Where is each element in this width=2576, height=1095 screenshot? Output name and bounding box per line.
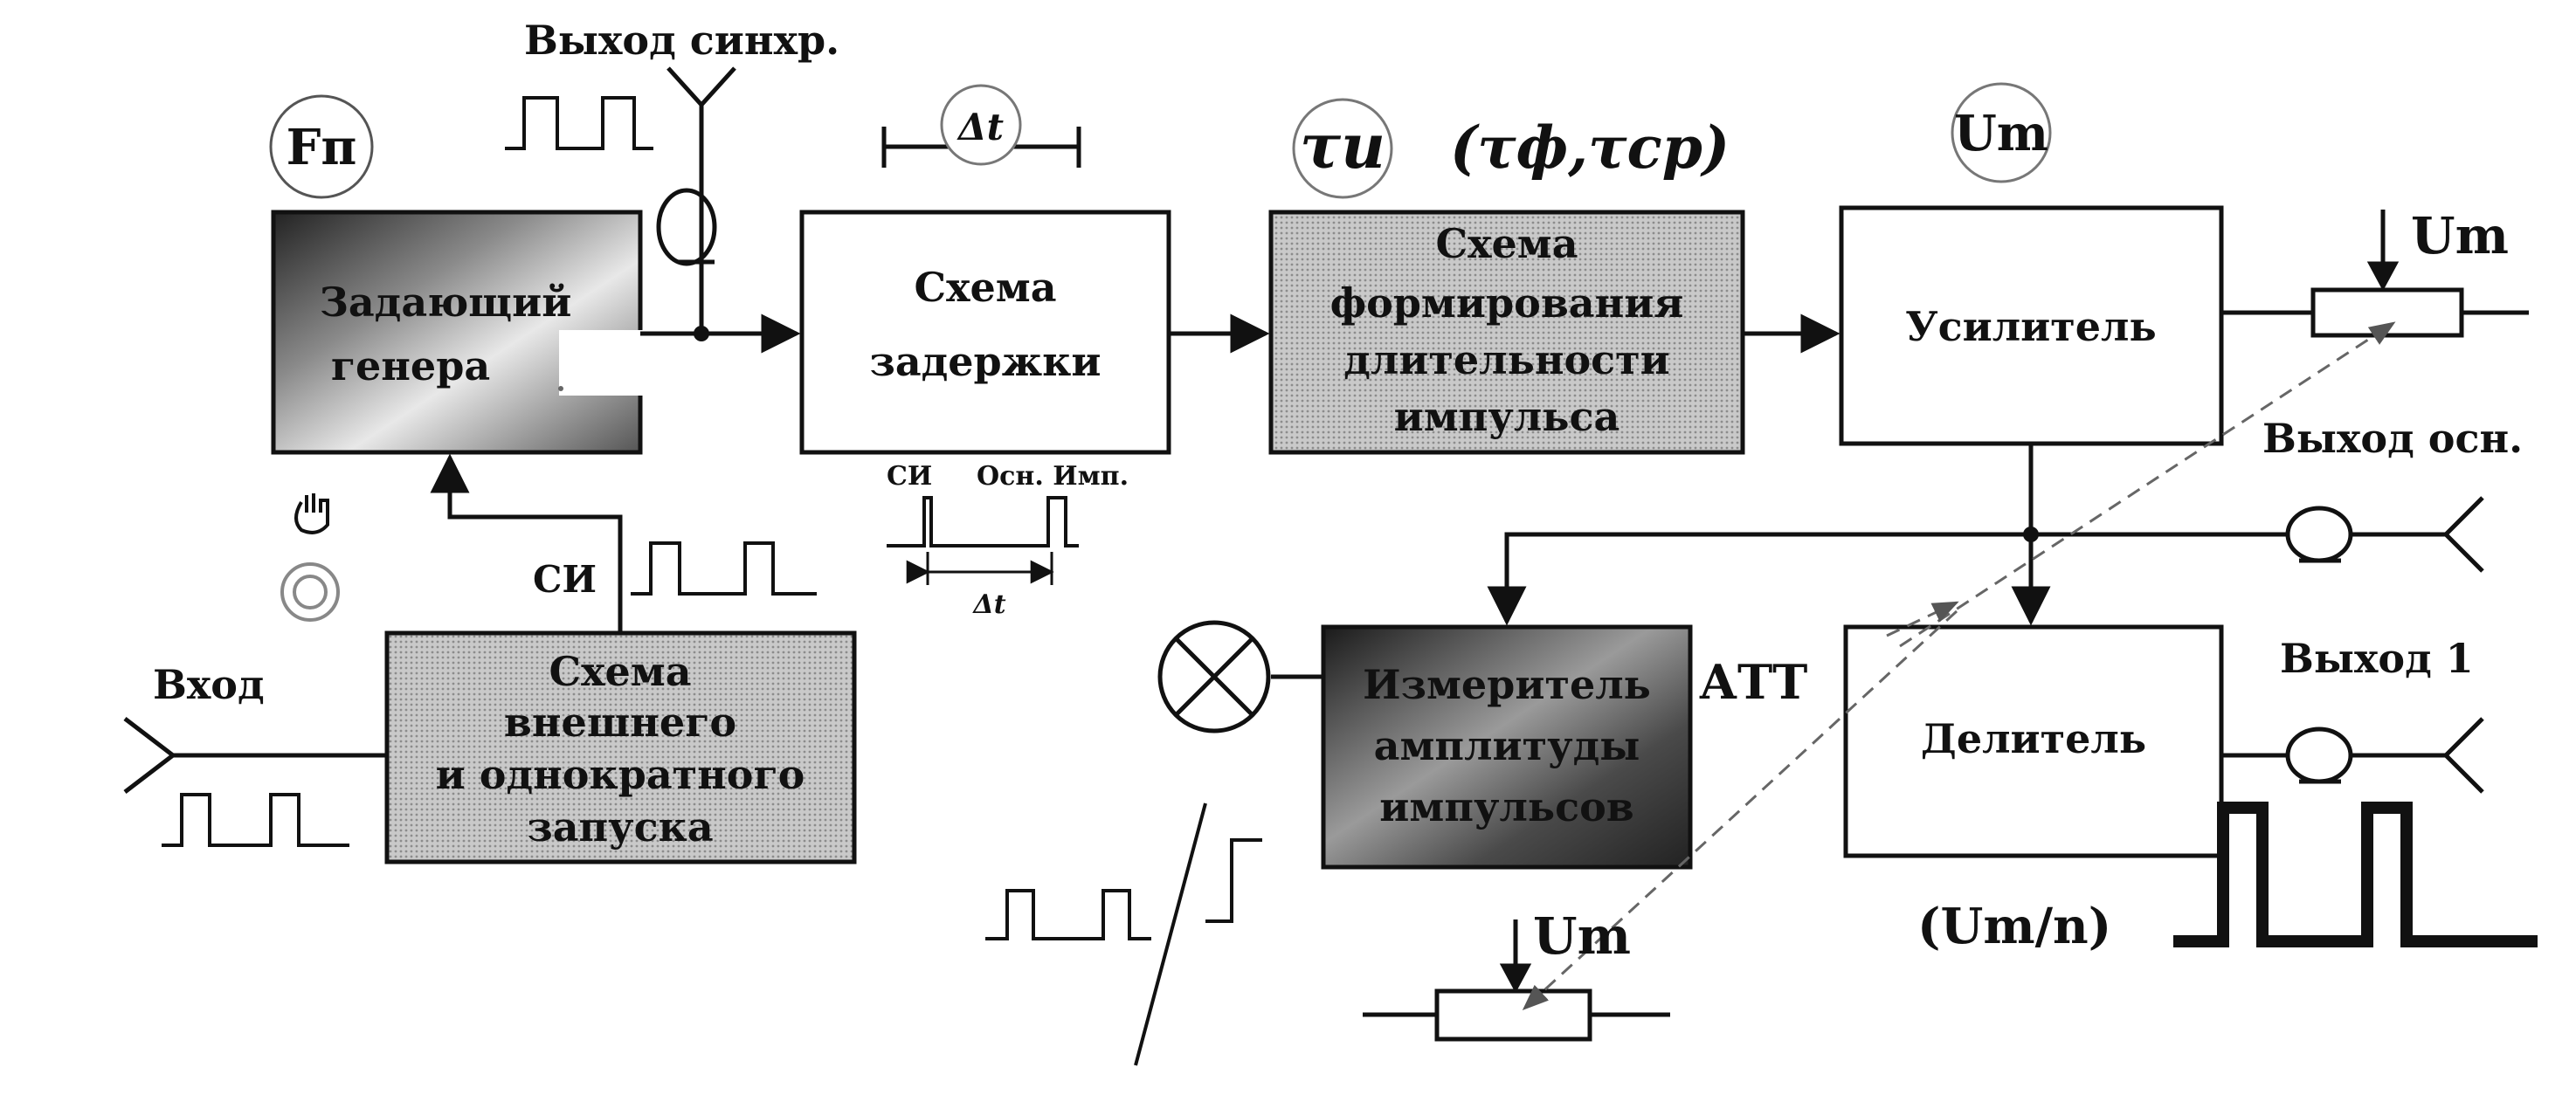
att-label: АТТ bbox=[1699, 654, 1807, 710]
hand-icon bbox=[294, 493, 329, 534]
trigger-label-4: запуска bbox=[527, 803, 713, 851]
bottom-potentiometer-icon bbox=[1363, 919, 1670, 1042]
output-pulse-waveform bbox=[2173, 802, 2538, 947]
out1-connector-icon bbox=[2285, 717, 2484, 794]
former-block: Схема формирования длительности импульса bbox=[1268, 210, 1745, 455]
out1-label: Выход 1 bbox=[2280, 635, 2474, 682]
dt-small-bracket bbox=[906, 552, 1054, 585]
trigger-label-1: Схема bbox=[549, 648, 691, 695]
step-waveform bbox=[1205, 838, 1262, 923]
main-out-label: Выход осн. bbox=[2262, 415, 2523, 462]
tau-main-label: τи bbox=[1300, 110, 1385, 182]
osn-imp-label: Осн. Имп. bbox=[977, 461, 1129, 492]
si-pulse-waveform bbox=[631, 541, 817, 596]
feedback-to-meter-line bbox=[1487, 532, 2031, 626]
um-bottom-label: Um bbox=[1533, 906, 1631, 966]
mechanical-links bbox=[1522, 321, 2396, 1011]
meter-input-waveform bbox=[985, 889, 1151, 940]
trigger-block: Схема внешнего и однократного запуска bbox=[384, 630, 857, 864]
generator-block: Задающий генера bbox=[271, 210, 660, 455]
ramp-line bbox=[1134, 802, 1207, 1066]
timing-waveform bbox=[887, 496, 1079, 548]
divider-block: Делитель bbox=[1843, 624, 2224, 858]
um-n-label: (Um/n) bbox=[1917, 898, 2111, 955]
former-label-4: импульса bbox=[1394, 393, 1620, 440]
former-label-3: длительности bbox=[1343, 336, 1670, 383]
amplitude-potentiometer-icon bbox=[2310, 210, 2464, 338]
dt-param: Δt bbox=[940, 84, 1022, 166]
generator-label-2: генера bbox=[331, 342, 490, 389]
fp-param: Fп bbox=[269, 94, 374, 199]
connections bbox=[173, 103, 2529, 758]
former-label-1: Схема bbox=[1435, 220, 1578, 267]
input-label: Вход bbox=[153, 661, 265, 708]
tau-param: τи (τф,τср) bbox=[1292, 98, 1730, 199]
tau-extra-label: (τф,τср) bbox=[1450, 114, 1730, 182]
trigger-to-gen-line bbox=[430, 453, 623, 633]
trigger-label-2: внешнего bbox=[504, 699, 736, 746]
paper-smudge bbox=[559, 330, 660, 396]
delay-block: Схема задержки bbox=[799, 210, 1171, 455]
input-connector-icon bbox=[123, 717, 177, 794]
um-right-label: Um bbox=[2411, 206, 2509, 265]
sync-pulse-waveform bbox=[505, 96, 653, 150]
um-label: Um bbox=[1954, 105, 2048, 162]
junction-dot bbox=[2023, 527, 2039, 542]
um-param: Um bbox=[1951, 82, 2052, 183]
generator-label-1: Задающий bbox=[320, 279, 572, 326]
indicator-lamp-icon bbox=[1157, 620, 1271, 733]
si-label: СИ bbox=[533, 558, 597, 601]
delay-label-1: Схема bbox=[914, 264, 1056, 311]
main-out-connector-icon bbox=[2285, 496, 2484, 573]
trigger-label-3: и однократного bbox=[436, 751, 805, 798]
former-label-2: формирования bbox=[1330, 279, 1684, 327]
amplifier-block: Усилитель bbox=[1839, 205, 2224, 446]
fp-label: Fп bbox=[287, 119, 357, 176]
si-small-label: СИ bbox=[887, 461, 932, 492]
divider-label: Делитель bbox=[1921, 715, 2146, 762]
sync-out-label: Выход синхр. bbox=[524, 17, 839, 64]
meter-block: Измеритель амплитуды импульсов bbox=[1321, 624, 1693, 870]
amplifier-label: Усилитель bbox=[1905, 303, 2156, 350]
meter-label-1: Измеритель bbox=[1363, 661, 1651, 708]
delay-label-2: задержки bbox=[869, 338, 1101, 385]
waveforms bbox=[162, 96, 2538, 1066]
dt-small-label: Δt bbox=[971, 589, 1005, 620]
dt-label: Δt bbox=[957, 106, 1004, 148]
junction-dot bbox=[694, 326, 709, 341]
knob-icon bbox=[280, 562, 340, 622]
input-pulse-waveform bbox=[162, 793, 349, 847]
meter-label-2: амплитуды bbox=[1374, 722, 1640, 769]
sync-connector-icon bbox=[656, 66, 736, 266]
speck bbox=[558, 386, 563, 391]
meter-label-3: импульсов bbox=[1379, 783, 1634, 830]
